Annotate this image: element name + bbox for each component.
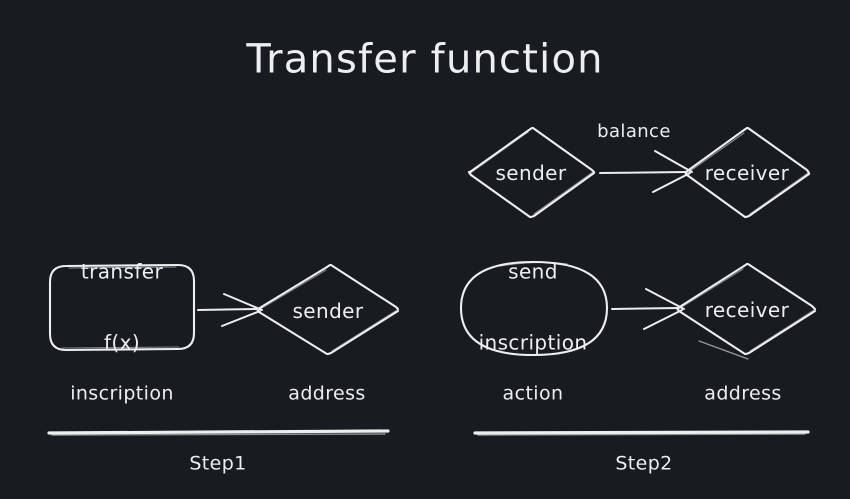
- top-receiver-diamond-shape: [683, 126, 811, 219]
- top-sender-diamond-shape: [467, 126, 596, 219]
- step2-receiver-diamond-shape: [675, 262, 817, 360]
- step1-edge-arrow: [197, 293, 263, 327]
- step2-edge-arrow: [611, 288, 685, 330]
- transfer-function-box-shape: [48, 263, 196, 352]
- step2-divider-line: [473, 430, 810, 436]
- top-edge-arrow: [599, 150, 693, 193]
- send-inscription-ellipse-shape: [459, 260, 609, 357]
- step1-divider-line: [47, 429, 390, 436]
- step1-sender-diamond-shape: [255, 263, 400, 356]
